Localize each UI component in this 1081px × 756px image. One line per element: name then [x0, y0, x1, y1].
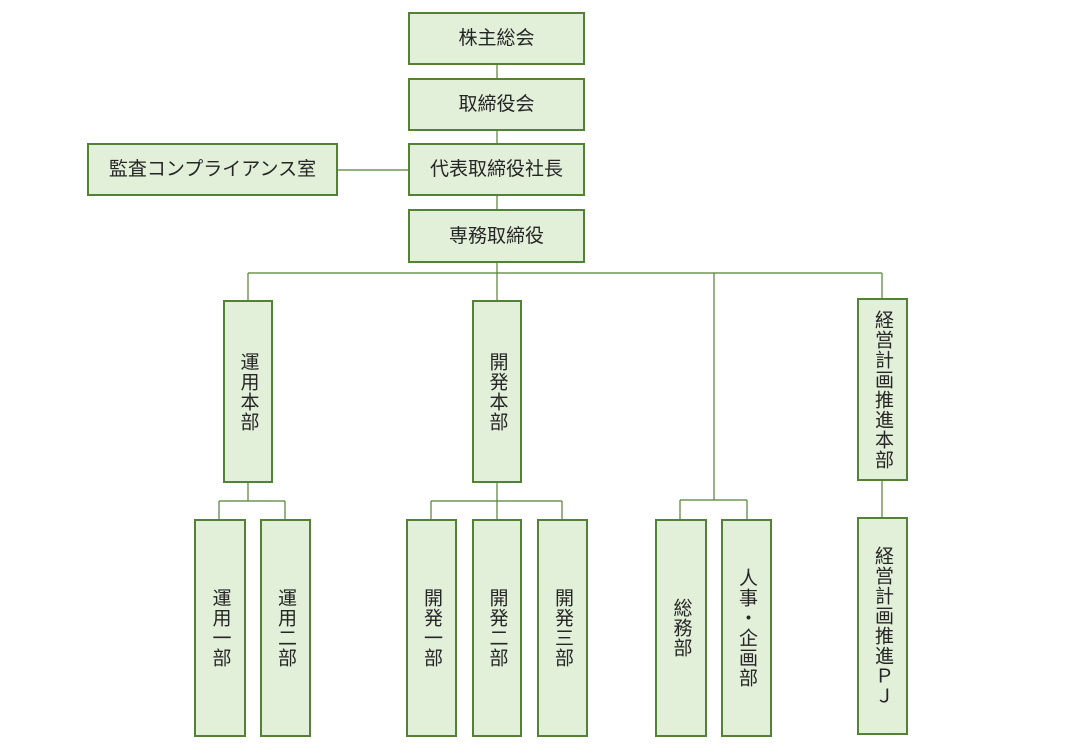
board-of-directors-label: 取締役会 [458, 93, 535, 115]
shareholders-meeting-box: 株主総会 [408, 12, 585, 65]
management-planning-hq-label: 経営計画推進本部 [872, 309, 894, 470]
development-3-label: 開発三部 [552, 588, 574, 668]
operations-1-box: 運用一部 [194, 519, 246, 737]
development-2-label: 開発二部 [486, 588, 509, 668]
management-planning-pj-box: 経営計画推進ＰＪ [857, 517, 908, 735]
operations-hq-box: 運用本部 [223, 300, 273, 483]
operations-2-box: 運用二部 [260, 519, 311, 737]
shareholders-meeting-label: 株主総会 [458, 27, 535, 49]
senior-managing-director-box: 専務取締役 [408, 209, 585, 263]
operations-hq-label: 運用本部 [237, 351, 260, 432]
management-planning-hq-box: 経営計画推進本部 [857, 298, 908, 481]
management-planning-pj-label: 経営計画推進ＰＪ [872, 546, 894, 706]
development-hq-label: 開発本部 [486, 351, 509, 432]
senior-managing-director-label: 専務取締役 [448, 224, 544, 247]
general-affairs-label: 総務部 [670, 598, 693, 658]
president-label: 代表取締役社長 [429, 158, 563, 180]
operations-2-label: 運用二部 [275, 588, 297, 668]
development-1-label: 開発一部 [421, 588, 443, 668]
development-1-box: 開発一部 [406, 519, 457, 737]
development-3-box: 開発三部 [537, 519, 588, 737]
president-box: 代表取締役社長 [408, 143, 585, 196]
board-of-directors-box: 取締役会 [408, 78, 585, 131]
hr-planning-label: 人事・企画部 [736, 568, 758, 688]
development-2-box: 開発二部 [472, 519, 522, 737]
operations-1-label: 運用一部 [209, 588, 232, 668]
hr-planning-box: 人事・企画部 [721, 519, 772, 737]
development-hq-box: 開発本部 [472, 300, 522, 483]
general-affairs-box: 総務部 [655, 519, 707, 737]
audit-compliance-label: 監査コンプライアンス室 [108, 158, 317, 180]
audit-compliance-box: 監査コンプライアンス室 [87, 143, 338, 196]
